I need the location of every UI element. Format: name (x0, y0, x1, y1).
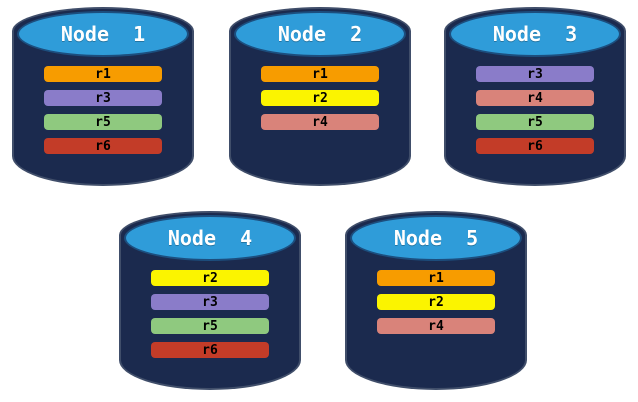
record-bar-r5: r5 (476, 114, 594, 130)
node-label: Node 4 (167, 226, 253, 250)
node-label: Node 5 (393, 226, 479, 250)
record-list: r1 r2 r4 (345, 270, 527, 334)
record-list: r3 r4 r5 r6 (444, 66, 626, 154)
cylinder-top-ellipse: Node 1 (17, 11, 189, 57)
record-bar-r1: r1 (44, 66, 162, 82)
record-bar-r4: r4 (476, 90, 594, 106)
record-bar-r3: r3 (151, 294, 269, 310)
record-bar-r1: r1 (261, 66, 379, 82)
record-bar-r6: r6 (44, 138, 162, 154)
node-1: Node 1 r1 r3 r5 r6 (12, 4, 194, 186)
record-bar-r1: r1 (377, 270, 495, 286)
record-list: r1 r3 r5 r6 (12, 66, 194, 154)
node-label: Node 2 (277, 22, 363, 46)
record-list: r1 r2 r4 (229, 66, 411, 130)
record-bar-r4: r4 (261, 114, 379, 130)
record-bar-r6: r6 (151, 342, 269, 358)
cylinder-top-ellipse: Node 3 (449, 11, 621, 57)
record-list: r2 r3 r5 r6 (119, 270, 301, 358)
cylinder-top-ellipse: Node 2 (234, 11, 406, 57)
node-label: Node 1 (60, 22, 146, 46)
record-bar-r5: r5 (44, 114, 162, 130)
record-bar-r5: r5 (151, 318, 269, 334)
record-bar-r2: r2 (151, 270, 269, 286)
node-3: Node 3 r3 r4 r5 r6 (444, 4, 626, 186)
cylinder-top-ellipse: Node 5 (350, 215, 522, 261)
cylinder-top-ellipse: Node 4 (124, 215, 296, 261)
record-bar-r2: r2 (377, 294, 495, 310)
record-bar-r2: r2 (261, 90, 379, 106)
record-bar-r6: r6 (476, 138, 594, 154)
node-5: Node 5 r1 r2 r4 (345, 208, 527, 390)
record-bar-r3: r3 (44, 90, 162, 106)
record-bar-r4: r4 (377, 318, 495, 334)
node-4: Node 4 r2 r3 r5 r6 (119, 208, 301, 390)
record-bar-r3: r3 (476, 66, 594, 82)
node-2: Node 2 r1 r2 r4 (229, 4, 411, 186)
node-label: Node 3 (492, 22, 578, 46)
